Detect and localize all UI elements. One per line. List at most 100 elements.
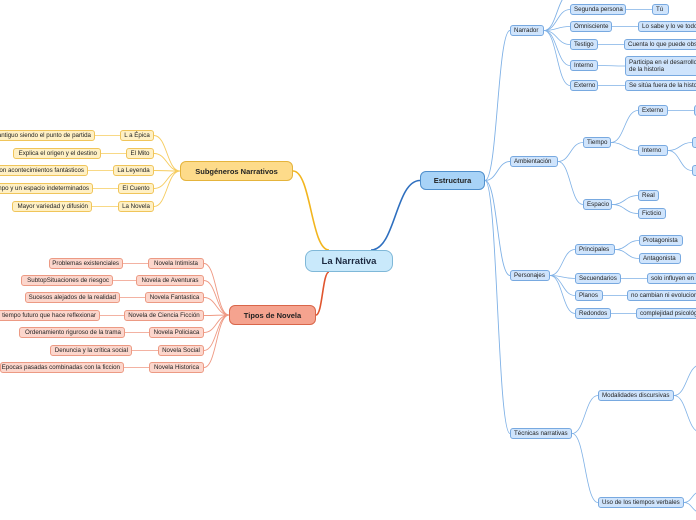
link-personajes-principales	[549, 249, 576, 276]
link-personajes-redondos	[549, 275, 576, 314]
narrador-externo-detail[interactable]: Se sitúa fuera de la historia	[625, 80, 696, 91]
link-tecnicas-uso-tiempos-verbales	[571, 433, 599, 503]
link-tipo-novela-historica	[203, 314, 230, 368]
link-tiempo-interno-child-2	[667, 150, 693, 171]
link-tiempo-interno	[610, 142, 639, 151]
tiempo-externo-child[interactable]	[694, 105, 696, 116]
narrador-segunda-persona[interactable]: Segunda persona	[570, 4, 626, 15]
link-tiempos-offscreen-1	[683, 492, 696, 503]
narrador-testigo-detail[interactable]: Cuenta lo que puede observar	[624, 39, 696, 50]
link-modalidades-offscreen-1	[673, 365, 696, 396]
link-narrador-interno-detail	[597, 65, 626, 67]
topic-tipos-de-novela[interactable]: Tipos de Novela	[229, 305, 316, 325]
tecnicas-modalidades-discursivas[interactable]: Modalidades discursivas	[598, 390, 674, 401]
link-narrador-interno	[543, 30, 571, 66]
personajes-planos[interactable]: Planos	[575, 290, 603, 301]
tipo-novela-policiaca-detail[interactable]: Ordenamiento riguroso de la trama	[19, 327, 125, 338]
link-subtopic-ambientacion	[484, 161, 511, 181]
subgenero-el-cuento[interactable]: El Cuento	[118, 183, 154, 194]
principales-antagonista[interactable]: Antagonista	[639, 253, 681, 264]
espacio-ficticio[interactable]: Ficticio	[638, 208, 666, 219]
link-topic-tipos-de-novela	[315, 271, 330, 316]
tiempo-interno-child-2[interactable]	[692, 165, 696, 176]
link-topic-subgeneros-narrativos	[292, 170, 330, 251]
subtopic-tecnicas-narrativas[interactable]: Técnicas narrativas	[510, 428, 572, 439]
tipo-novela-ciencia-ficcion[interactable]: Novela de Ciencia Ficción	[124, 310, 204, 321]
link-tiempo-externo	[610, 110, 639, 143]
link-modalidades-offscreen-2	[673, 395, 696, 431]
tipo-novela-fantastica[interactable]: Novela Fantastica	[145, 292, 204, 303]
tipo-novela-intimista-detail[interactable]: Problemas existenciales	[49, 258, 123, 269]
link-principales-protagonista	[614, 240, 640, 250]
link-subgenero-el-mito	[153, 153, 181, 172]
personajes-secuendarios[interactable]: Secuendarios	[575, 273, 621, 284]
subgenero-la-novela-detail[interactable]: Mayor variedad y difusión	[12, 201, 92, 212]
principales-protagonista[interactable]: Protagonista	[639, 235, 683, 246]
tipo-novela-historica[interactable]: Novela Historica	[149, 362, 204, 373]
subgenero-la-leyenda[interactable]: La Leyenda	[113, 165, 154, 176]
tiempo-interno-child-1[interactable]	[692, 137, 696, 148]
tipo-novela-policiaca[interactable]: Novela Policiaca	[149, 327, 204, 338]
link-espacio-real	[611, 195, 639, 205]
subgenero-la-epica[interactable]: L a Épica	[120, 130, 154, 141]
subtopic-ambientacion[interactable]: Ambientación	[510, 156, 558, 167]
ambientacion-espacio[interactable]: Espacio	[583, 199, 612, 210]
tipo-novela-fantastica-detail[interactable]: Sucesos alejados de la realidad	[25, 292, 120, 303]
link-narrador-offscreen	[543, 0, 563, 31]
redondos-detail[interactable]: complejidad psicológica	[636, 308, 696, 319]
central-topic[interactable]: La Narrativa	[305, 250, 393, 272]
link-ambientacion-tiempo	[557, 142, 584, 162]
subgenero-el-cuento-detail[interactable]: Un tiempo y un espacio indeterminados	[0, 183, 93, 194]
tipo-novela-aventuras-detail[interactable]: SubtopSituaciones de riesgoc	[21, 275, 113, 286]
link-tipo-novela-intimista	[203, 263, 230, 316]
tecnicas-uso-tiempos-verbales[interactable]: Uso de los tiempos verbales	[598, 497, 684, 508]
subgenero-el-mito-detail[interactable]: Explica el origen y el destino	[13, 148, 101, 159]
topic-estructura[interactable]: Estructura	[420, 171, 485, 190]
subtopic-narrador[interactable]: Narrador	[510, 25, 544, 36]
personajes-redondos[interactable]: Redondos	[575, 308, 611, 319]
subgenero-la-leyenda-detail[interactable]: Con acontecimientos fantásticos	[0, 165, 88, 176]
link-subtopic-tecnicas-narrativas	[484, 180, 511, 434]
link-tecnicas-modalidades-discursivas	[571, 395, 599, 434]
link-subgenero-el-cuento	[153, 170, 181, 189]
link-tiempo-interno-child-1	[667, 142, 693, 151]
narrador-interno[interactable]: Interno	[570, 60, 598, 71]
tipo-novela-ciencia-ficcion-detail[interactable]: En un tiempo futuro que hace reflexionar	[0, 310, 100, 321]
link-espacio-ficticio	[611, 204, 639, 214]
narrador-externo[interactable]: Externo	[570, 80, 598, 91]
link-subtopic-personajes	[484, 180, 511, 276]
narrador-omnisciente-detail[interactable]: Lo sabe y lo ve todo	[638, 21, 696, 32]
subtopic-personajes[interactable]: Personajes	[510, 270, 550, 281]
ambientacion-tiempo[interactable]: Tiempo	[583, 137, 611, 148]
topic-subgeneros-narrativos[interactable]: Subgéneros Narrativos	[180, 161, 293, 181]
personajes-principales[interactable]: Principales	[575, 244, 615, 255]
tipo-novela-historica-detail[interactable]: Epocas pasadas combinadas con la ficcion	[0, 362, 124, 373]
narrador-segunda-persona-detail[interactable]: Tú	[652, 4, 669, 15]
tipo-novela-social[interactable]: Novela Social	[158, 345, 204, 356]
link-subtopic-narrador	[484, 30, 511, 181]
link-subgenero-la-leyenda	[153, 170, 181, 172]
link-principales-antagonista	[614, 249, 640, 259]
tipo-novela-social-detail[interactable]: Denuncia y la crítica social	[50, 345, 132, 356]
link-topic-estructura	[370, 179, 421, 251]
tiempo-externo[interactable]: Externo	[638, 105, 668, 116]
tiempo-interno[interactable]: Interno	[638, 145, 668, 156]
narrador-omnisciente[interactable]: Omnisciente	[570, 21, 612, 32]
subgenero-la-novela[interactable]: La Novela	[118, 201, 154, 212]
link-tiempos-offscreen-2	[683, 502, 696, 512]
link-tipo-novela-social	[203, 314, 230, 351]
tipo-novela-intimista[interactable]: Novela Intimista	[148, 258, 204, 269]
tipo-novela-aventuras[interactable]: Novela de Aventuras	[136, 275, 204, 286]
link-tipo-novela-policiaca	[203, 314, 230, 333]
secuendarios-detail[interactable]: solo influyen en la historia	[647, 273, 696, 284]
espacio-real[interactable]: Real	[638, 190, 659, 201]
link-subgenero-la-epica	[153, 135, 181, 172]
narrador-interno-detail[interactable]: Participa en el desarrollo de la histori…	[625, 56, 696, 76]
link-narrador-externo	[543, 30, 571, 86]
subgenero-el-mito[interactable]: El Mito	[126, 148, 154, 159]
planos-detail[interactable]: no cambian ni evolucionan	[627, 290, 696, 301]
narrador-testigo[interactable]: Testigo	[570, 39, 598, 50]
